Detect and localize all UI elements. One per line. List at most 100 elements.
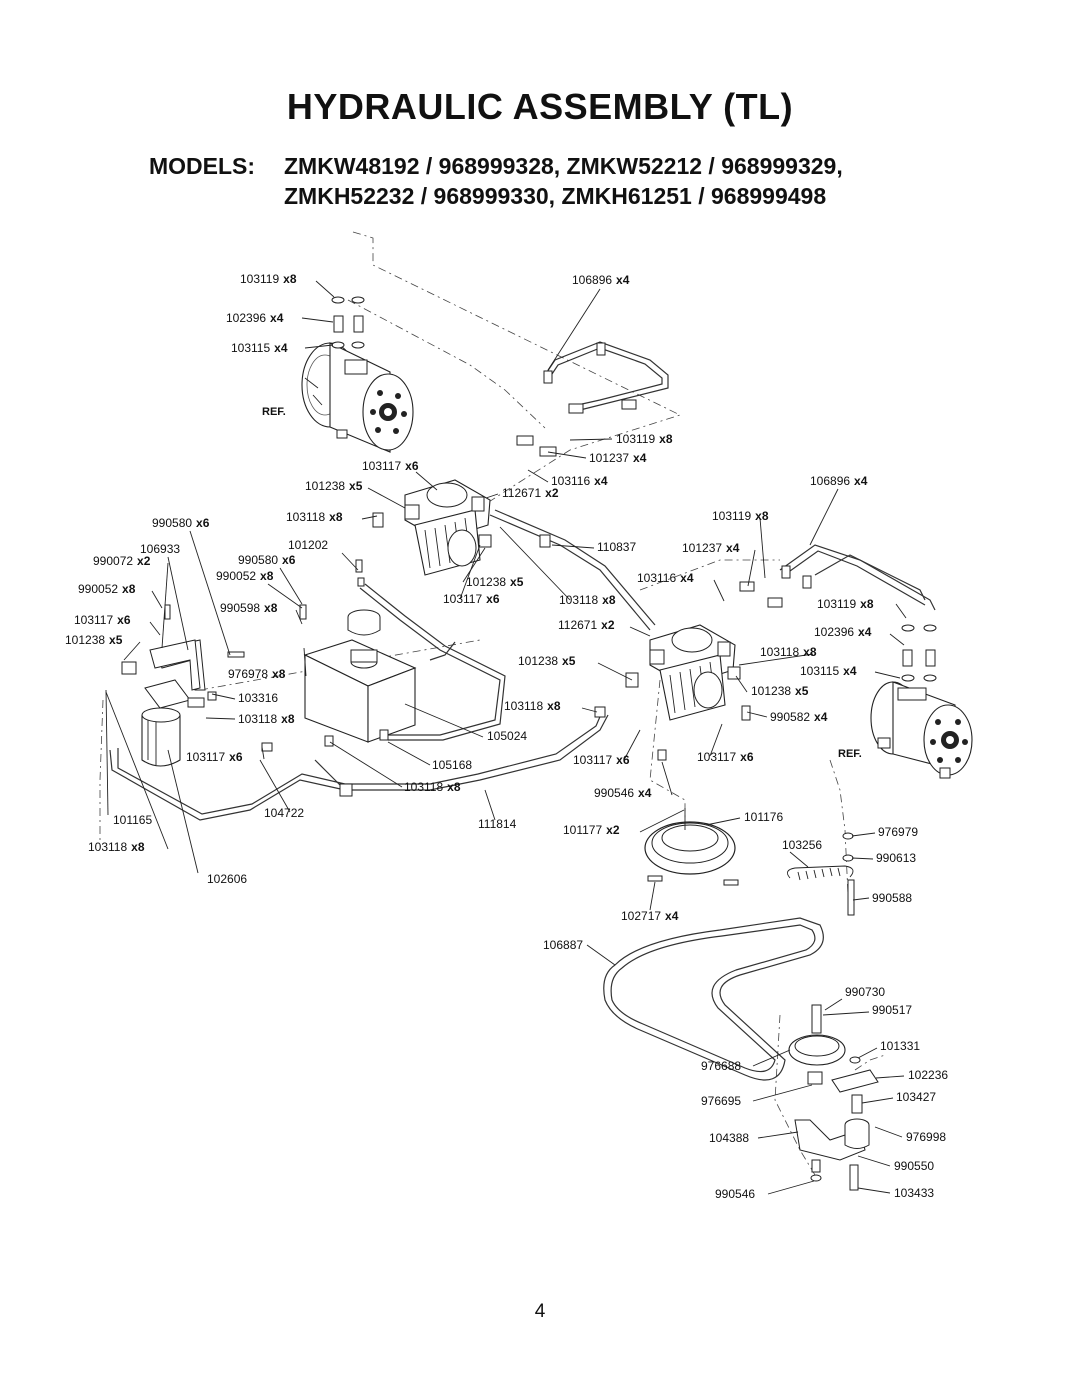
- part-number: 103256: [782, 838, 822, 852]
- leader-line: [789, 851, 809, 868]
- part-quantity: x4: [638, 786, 652, 800]
- leader-line: [889, 633, 905, 646]
- part-quantity: x8: [329, 510, 343, 524]
- part-quantity: x4: [814, 710, 828, 724]
- part-number: 103116: [551, 474, 590, 488]
- part-callout: 102236: [908, 1068, 948, 1082]
- leader-line: [304, 344, 334, 349]
- leader-line: [822, 1011, 870, 1016]
- part-quantity: x8: [122, 582, 136, 596]
- leader-line: [639, 809, 685, 833]
- part-number: 990550: [894, 1159, 934, 1173]
- part-quantity: x8: [547, 699, 561, 713]
- part-number: 101165: [113, 813, 152, 827]
- leader-line: [361, 515, 378, 520]
- part-quantity: x8: [272, 667, 286, 681]
- leader-line: [547, 451, 587, 459]
- part-quantity: x2: [545, 486, 559, 500]
- part-callout: 990517: [872, 1003, 912, 1017]
- part-number: 976688: [701, 1059, 741, 1073]
- page-number: 4: [534, 1301, 546, 1322]
- part-number: 990517: [872, 1003, 912, 1017]
- leader-line: [462, 547, 486, 583]
- leader-line: [661, 761, 673, 796]
- part-number: 976979: [878, 825, 918, 839]
- leader-line: [205, 717, 236, 720]
- leader-line: [279, 567, 303, 605]
- part-callout: 103433: [894, 1186, 934, 1200]
- part-number: 976978: [228, 667, 268, 681]
- hydraulic-motor-right: [870, 681, 973, 779]
- part-number: 990052: [78, 582, 118, 596]
- leader-line: [527, 469, 549, 483]
- part-quantity: x8: [602, 593, 616, 607]
- part-number: 103316: [238, 691, 278, 705]
- leader-line: [586, 944, 616, 966]
- leader-lines: [105, 280, 907, 1195]
- part-callout: 111814: [478, 817, 517, 831]
- models-prefix: MODELS:: [149, 153, 256, 179]
- part-number: 103117: [74, 613, 113, 627]
- part-callout: 102606: [207, 872, 247, 886]
- part-callout: 106933: [140, 542, 180, 556]
- part-quantity: x4: [616, 273, 630, 287]
- part-quantity: x4: [854, 474, 868, 488]
- leader-line: [752, 1084, 813, 1102]
- leader-line: [459, 544, 481, 600]
- part-number: 101238: [466, 575, 506, 589]
- part-quantity: x2: [606, 823, 620, 837]
- ref-label-left: REF.: [262, 406, 286, 418]
- part-number: 106933: [140, 542, 180, 556]
- part-callout: 103316: [238, 691, 278, 705]
- part-quantity: x4: [633, 451, 647, 465]
- leader-line: [303, 647, 307, 677]
- part-number: 102396: [814, 625, 854, 639]
- part-quantity: x8: [659, 432, 673, 446]
- leader-line: [852, 897, 870, 901]
- leader-line: [757, 1131, 799, 1139]
- part-number: 103117: [573, 753, 612, 767]
- part-number: 103119: [817, 597, 856, 611]
- part-number: 990598: [220, 601, 260, 615]
- leader-line: [547, 288, 601, 371]
- leader-line: [747, 549, 756, 587]
- part-quantity: x6: [229, 750, 243, 764]
- leader-line: [211, 693, 236, 700]
- part-quantity: x5: [510, 575, 524, 589]
- part-quantity: x2: [601, 618, 615, 632]
- part-number: 102606: [207, 872, 247, 886]
- part-quantity: x4: [665, 909, 679, 923]
- leader-line: [874, 671, 901, 679]
- page-title: HYDRAULIC ASSEMBLY (TL): [286, 86, 794, 127]
- part-callout: 976998: [906, 1130, 946, 1144]
- leader-line: [569, 438, 613, 441]
- fittings: [164, 296, 937, 1182]
- part-quantity: x5: [562, 654, 576, 668]
- models-line-1: ZMKW48192 / 968999328, ZMKW52212 / 96899…: [284, 153, 843, 179]
- drive-belt: [603, 917, 824, 1081]
- leader-line: [738, 653, 814, 666]
- leader-line: [705, 817, 741, 826]
- leader-line: [105, 691, 169, 850]
- part-number: 103118: [404, 780, 443, 794]
- part-number: 104388: [709, 1131, 749, 1145]
- leader-line: [167, 749, 199, 874]
- part-quantity: x4: [680, 571, 694, 585]
- part-number: 110837: [597, 540, 636, 554]
- part-quantity: x4: [858, 625, 872, 639]
- leader-line: [857, 1187, 891, 1194]
- part-callout: 104388: [709, 1131, 749, 1145]
- part-quantity: x4: [843, 664, 857, 678]
- part-number: 101238: [751, 684, 791, 698]
